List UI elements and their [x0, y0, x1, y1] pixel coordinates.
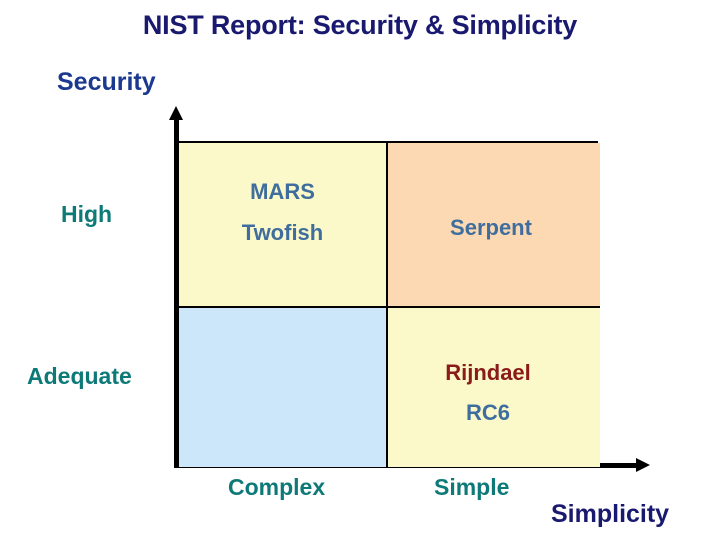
y-axis-arrow-icon — [169, 106, 183, 120]
y-axis-tick-high: High — [61, 201, 113, 227]
x-axis-caption: Simplicity — [551, 500, 670, 528]
quadrant-high-complex[interactable]: MARS Twofish — [179, 143, 388, 308]
quadrant-matrix: MARS Twofish Serpent Rijndael RC6 — [177, 141, 600, 467]
cipher-label-serpent: Serpent — [450, 214, 532, 240]
cipher-label-twofish: Twofish — [241, 220, 324, 245]
y-axis-tick-adequate: Adequate — [27, 363, 132, 389]
quadrant-entry-list: Serpent — [450, 214, 532, 240]
cipher-label-mars: MARS — [250, 179, 315, 204]
x-axis-arrow-icon — [636, 458, 650, 472]
y-axis-caption: Security — [57, 68, 156, 96]
quadrant-adequate-complex[interactable] — [179, 308, 388, 467]
y-axis-line — [174, 118, 179, 468]
cipher-label-rc6: RC6 — [465, 399, 510, 425]
quadrant-entry-list: Rijndael RC6 — [445, 359, 531, 425]
page-title: NIST Report: Security & Simplicity — [142, 10, 578, 40]
x-axis-tick-simple: Simple — [434, 474, 510, 500]
x-axis-tick-complex: Complex — [228, 474, 326, 500]
cipher-label-rijndael: Rijndael — [445, 359, 531, 385]
quadrant-adequate-simple[interactable]: Rijndael RC6 — [388, 308, 600, 467]
quadrant-entry-list: MARS Twofish — [242, 181, 323, 244]
quadrant-high-simple[interactable]: Serpent — [388, 143, 600, 308]
